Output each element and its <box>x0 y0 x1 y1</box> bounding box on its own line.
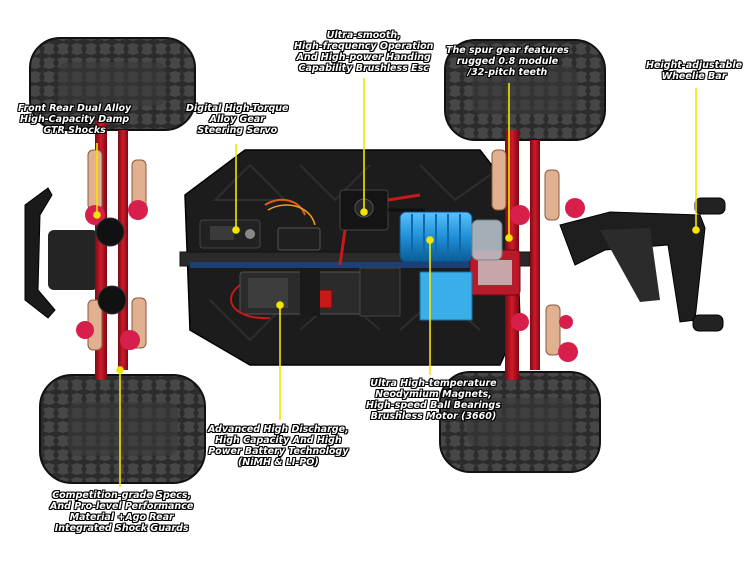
callout-line-text: rugged 0.8 module <box>456 56 559 67</box>
callout-label-shock-guards: Competition-grade Specs, And Pro-level P… <box>50 490 193 534</box>
tire-front-right <box>444 39 606 141</box>
callout-line-text: Digital High-Torque <box>186 103 289 114</box>
callout-line-text: Brushless Motor (3660) <box>370 411 497 422</box>
callout-line-text: Alloy Gear <box>209 114 265 125</box>
tire-front-left <box>29 37 196 131</box>
callout-line-text: Material +Ago Rear <box>69 512 174 523</box>
callout-dot-wheelie-bar <box>692 226 700 234</box>
callout-label-shocks: Front Rear Dual Alloy High-Capacity Damp… <box>18 103 131 136</box>
callout-line-text: And High-power Handing <box>296 52 431 63</box>
callout-dot-spur-gear <box>505 234 513 242</box>
callout-dot-servo <box>232 226 240 234</box>
callout-label-esc: Ultra-smooth, High-frequency Operation A… <box>294 30 433 74</box>
callout-line-text: Competition-grade Specs, <box>52 490 192 501</box>
callout-line-text: GTR Shocks <box>43 125 106 136</box>
callout-lines <box>93 78 700 487</box>
callout-line-text: Ultra-smooth, <box>326 30 401 41</box>
callout-label-spur-gear: The spur gear features rugged 0.8 module… <box>446 45 569 78</box>
receiver <box>264 198 321 251</box>
callout-line-text: High-frequency Operation <box>294 41 434 52</box>
brushless-motor <box>399 211 503 263</box>
callout-line-text: Integrated Shock Guards <box>54 523 189 534</box>
callout-label-motor: Ultra High-temperature Neodymium Magnets… <box>366 378 501 422</box>
callout-dot-shock-guards <box>116 366 124 374</box>
callout-line-text: Wheelie Bar <box>661 71 727 82</box>
callout-line-text: The spur gear features <box>446 45 569 56</box>
callout-line-text: (NiMH & LI-PO) <box>237 457 319 468</box>
callout-line-text: And Pro-level Performance <box>50 501 194 512</box>
steering-servo <box>199 219 261 249</box>
front-bumper <box>24 187 98 319</box>
callout-line-text: Steering Servo <box>197 125 278 136</box>
callout-dot-esc <box>360 208 368 216</box>
front-suspension <box>76 120 148 380</box>
callout-line-text: Neodymium Magnets, <box>375 389 492 400</box>
callout-line-text: /32-pitch teeth <box>467 67 548 78</box>
callout-dot-battery <box>276 301 284 309</box>
callout-dot-shocks <box>93 211 101 219</box>
callout-line-text: High-Capacity Damp <box>19 114 130 125</box>
callout-label-servo: Digital High-Torque Alloy Gear Steering … <box>186 103 289 136</box>
callout-line-text: Height-adjustable <box>646 60 743 71</box>
callout-label-wheelie-bar: Height-adjustable Wheelie Bar <box>646 60 742 82</box>
callout-line-text: Ultra High-temperature <box>370 378 497 389</box>
wheelie-bar <box>559 197 726 332</box>
callout-line-text: Power Battery Technology <box>208 446 349 457</box>
callout-line-text: Front Rear Dual Alloy <box>18 103 132 114</box>
callout-line-text: Advanced High Discharge, <box>208 424 349 435</box>
callout-dot-motor <box>426 236 434 244</box>
callout-line-text: Capability Brushless Esc <box>298 63 429 74</box>
callout-line-text: High-speed Ball Bearings <box>366 400 501 411</box>
battery-pack <box>230 267 473 321</box>
callout-label-battery: Advanced High Discharge, High Capacity A… <box>208 424 349 468</box>
tire-rear-right <box>439 371 601 473</box>
tire-rear-left <box>39 374 206 484</box>
callout-line-text: High Capacity And High <box>215 435 342 446</box>
